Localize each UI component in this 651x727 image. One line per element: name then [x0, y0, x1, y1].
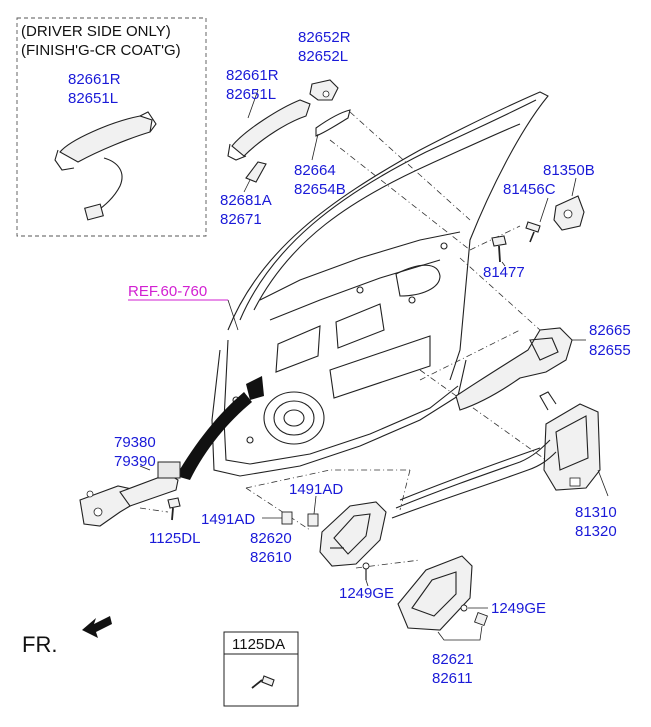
label-82611[interactable]: 82611	[432, 670, 473, 687]
bolt-81456C-drawing	[525, 197, 549, 243]
ref-label[interactable]: REF.60-760	[128, 283, 207, 300]
label-79390[interactable]: 79390	[114, 453, 156, 470]
front-direction-indicator: FR.	[22, 616, 112, 657]
label-81456C[interactable]: 81456C	[503, 181, 556, 198]
label-1249GE-b[interactable]: 1249GE	[491, 600, 546, 617]
label-1491AD-top[interactable]: 1491AD	[289, 481, 343, 498]
label-82664[interactable]: 82664	[294, 162, 336, 179]
inside-handle-drawing	[262, 495, 387, 587]
reference-callout: REF.60-760	[128, 283, 239, 331]
note-line-2: (FINISH'G-CR COAT'G)	[21, 42, 181, 59]
label-82652R[interactable]: 82652R	[298, 29, 351, 46]
label-82681A[interactable]: 82681A	[220, 192, 272, 209]
label-82654B[interactable]: 82654B	[294, 181, 346, 198]
bolt-box-label[interactable]: 1125DA	[232, 636, 285, 653]
bolt-81477-drawing	[491, 235, 507, 267]
label-1125DL[interactable]: 1125DL	[149, 530, 200, 547]
door-panel-drawing	[211, 91, 549, 477]
handle-cover-drawing	[309, 79, 339, 101]
label-1491AD-left[interactable]: 1491AD	[201, 511, 255, 528]
label-1249GE-a[interactable]: 1249GE	[339, 585, 394, 602]
handle-gasket-drawing	[311, 109, 351, 161]
note-part-82651L[interactable]: 82651L	[68, 90, 118, 107]
bolt-legend-box: 1125DA	[223, 631, 299, 707]
small-bracket-drawing	[243, 161, 267, 193]
label-82621[interactable]: 82621	[432, 651, 474, 668]
label-82665[interactable]: 82665	[589, 322, 631, 339]
striker-plate-drawing	[553, 177, 585, 231]
label-81310[interactable]: 81310	[575, 504, 617, 521]
check-strap-pointer	[176, 376, 264, 480]
label-82671[interactable]: 82671	[220, 211, 262, 228]
label-82652L[interactable]: 82652L	[298, 48, 348, 65]
handle-bezel-drawing	[397, 555, 488, 641]
label-79380[interactable]: 79380	[114, 434, 156, 451]
outside-handle-chrome-drawing	[54, 111, 157, 221]
label-81350B[interactable]: 81350B	[543, 162, 595, 179]
bolt-1125DL-drawing	[139, 497, 181, 521]
note-line-1: (DRIVER SIDE ONLY)	[21, 23, 171, 40]
bolt-1125DA-icon	[251, 675, 275, 689]
label-81320[interactable]: 81320	[575, 523, 617, 540]
label-82655[interactable]: 82655	[589, 342, 631, 359]
label-82651L[interactable]: 82651L	[226, 86, 276, 103]
label-82620[interactable]: 82620	[250, 530, 292, 547]
part-labels: 82652R 82652L 82661R 82651L 82664 82654B…	[114, 29, 631, 687]
driver-side-note-box: (DRIVER SIDE ONLY) (FINISH'G-CR COAT'G) …	[16, 17, 207, 237]
assembly-lines	[245, 111, 561, 569]
front-label: FR.	[22, 632, 57, 657]
door-latch-drawing	[391, 391, 609, 519]
handle-frame-drawing	[455, 327, 586, 411]
front-arrow-icon	[82, 616, 112, 638]
outside-handle-drawing	[227, 89, 311, 161]
label-82610[interactable]: 82610	[250, 549, 292, 566]
check-strap-drawing	[79, 461, 181, 527]
label-82661R[interactable]: 82661R	[226, 67, 279, 84]
label-81477[interactable]: 81477	[483, 264, 525, 281]
note-part-82661R[interactable]: 82661R	[68, 71, 121, 88]
